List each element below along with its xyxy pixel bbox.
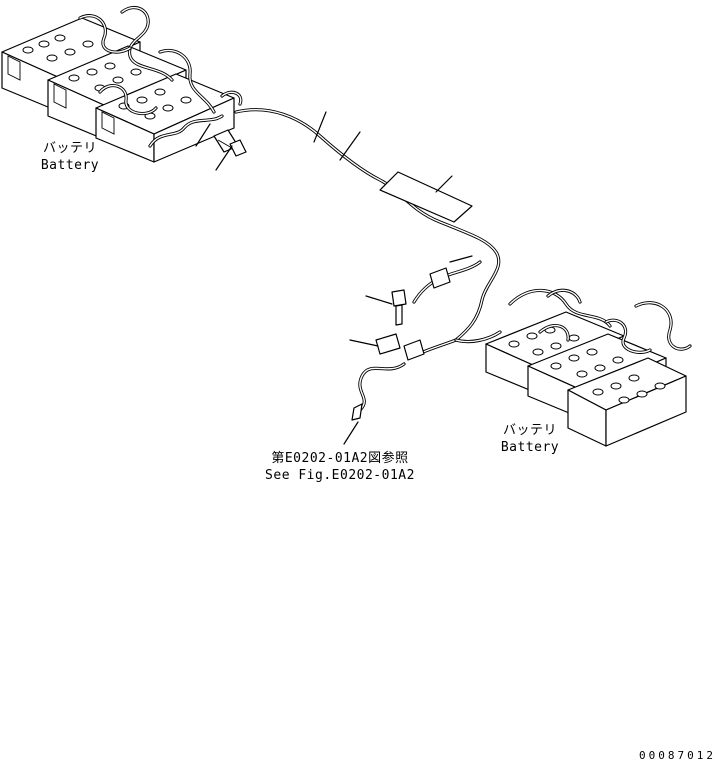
bolt-left xyxy=(213,129,247,157)
battery-right-label-jp: バッテリ xyxy=(502,423,557,438)
battery-left-3 xyxy=(95,73,235,163)
reference-label-en: See Fig.E0202-01A2 xyxy=(265,468,415,483)
battery-right-label-en: Battery xyxy=(500,440,560,455)
reference-label-jp: 第E0202-01A2図参照 xyxy=(271,451,409,466)
battery-left-label-jp: バッテリ xyxy=(42,141,97,156)
battery-left-label-en: Battery xyxy=(40,158,100,173)
battery-group-right xyxy=(485,288,692,447)
bolt-middle xyxy=(391,289,407,326)
leader-lines xyxy=(195,111,473,445)
battery-right-3 xyxy=(567,357,687,447)
battery-group-left xyxy=(1,6,243,163)
document-id: 00087012 xyxy=(639,749,716,762)
main-harness xyxy=(234,108,502,421)
